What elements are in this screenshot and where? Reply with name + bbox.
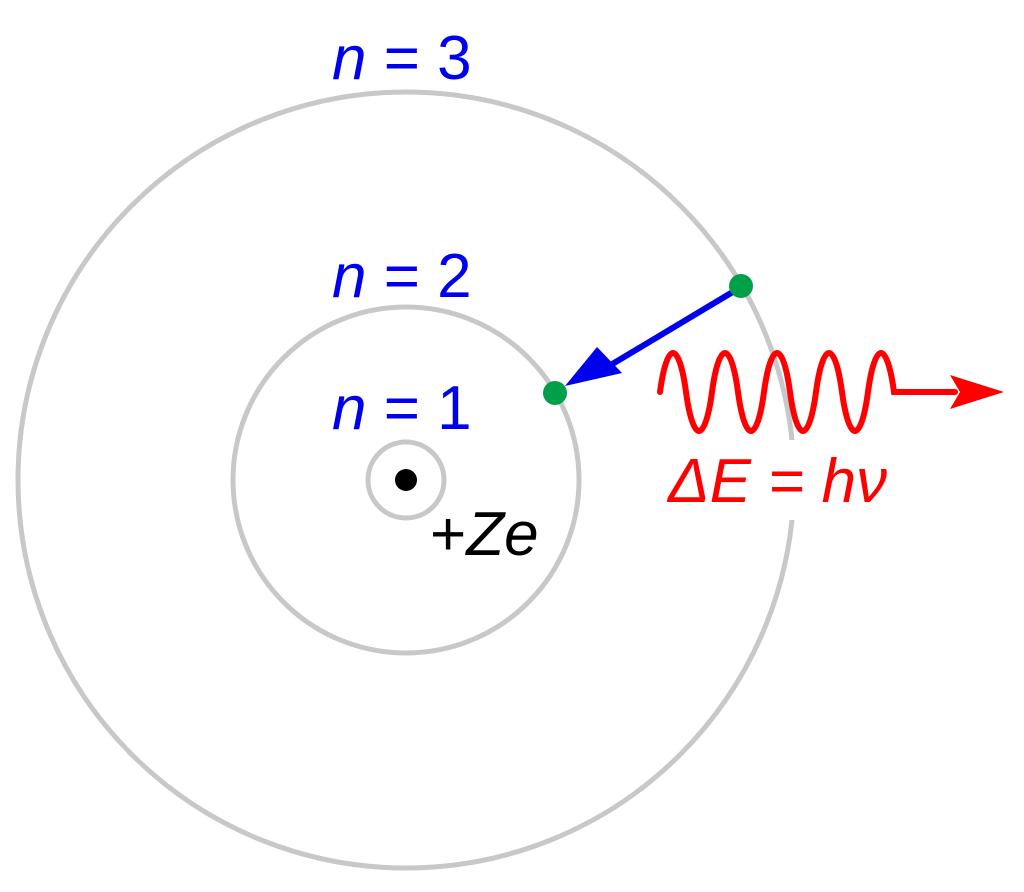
orbit-label-n3-value: = 3: [366, 24, 471, 93]
nucleus-charge-label: +Ze: [430, 500, 539, 569]
orbit-label-n2-var: n: [332, 242, 366, 311]
nucleus: [395, 469, 417, 491]
orbit-label-n1-var: n: [332, 374, 366, 443]
orbit-label-n1-value: = 1: [366, 374, 471, 443]
orbit-label-n2-value: = 2: [366, 242, 471, 311]
orbit-label-n3-var: n: [332, 24, 366, 93]
electron-n2: [543, 381, 567, 405]
orbit-n2: [230, 304, 582, 656]
orbit-label-n3: n = 3: [332, 24, 472, 93]
nucleus-charge-sign: +: [430, 500, 466, 569]
orbit-label-n1: n = 1: [332, 374, 472, 443]
photon-energy-label: ΔE = hν: [666, 447, 887, 516]
transition-arrow-head: [565, 347, 622, 386]
transition-arrow-shaft: [602, 284, 743, 372]
electron-n3: [729, 274, 753, 298]
photon-wave: [657, 350, 958, 434]
nucleus-charge-symbol: Ze: [464, 500, 538, 569]
photon-arrow-head: [950, 375, 1004, 409]
orbit-label-n2: n = 2: [332, 242, 472, 311]
orbit-n1: [365, 439, 447, 521]
